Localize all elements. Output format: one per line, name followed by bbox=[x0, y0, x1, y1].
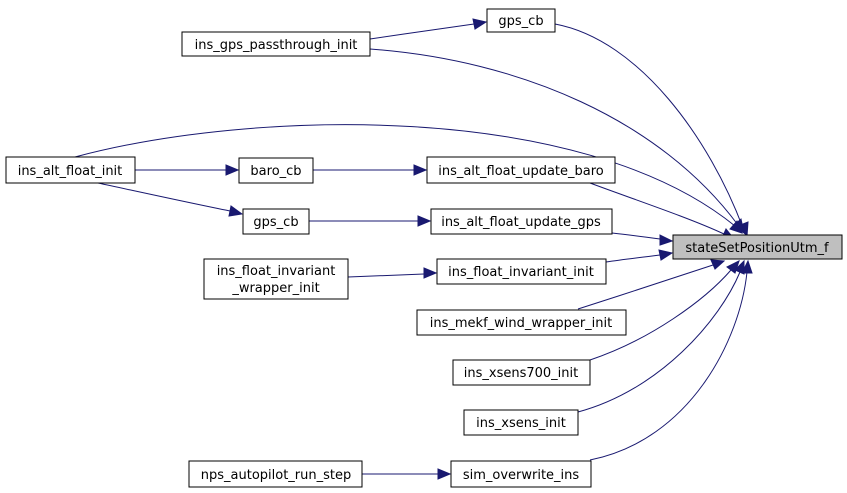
node-label: ins_xsens_init bbox=[476, 416, 566, 431]
node-label: sim_overwrite_ins bbox=[463, 468, 580, 483]
edge-xsens-to-root bbox=[577, 271, 741, 413]
edge-alt-float-init-to-root bbox=[74, 124, 736, 227]
node-ins-mekf-wind-wrapper-init[interactable]: ins_mekf_wind_wrapper_init bbox=[416, 309, 627, 336]
arrowhead bbox=[417, 215, 432, 227]
node-label: baro_cb bbox=[250, 164, 301, 179]
node-label: ins_float_invariant_init bbox=[448, 265, 594, 280]
edges bbox=[74, 18, 753, 480]
arrowhead bbox=[659, 234, 674, 246]
node-ins-xsens-init[interactable]: ins_xsens_init bbox=[463, 409, 579, 436]
node-label: stateSetPositionUtm_f bbox=[685, 241, 829, 256]
node-label: ins_float_invariant bbox=[217, 264, 336, 279]
node-ins-alt-float-update-gps[interactable]: ins_alt_float_update_gps bbox=[430, 208, 613, 235]
node-gps-cb-mid[interactable]: gps_cb bbox=[242, 208, 310, 235]
edge-update-baro-to-root bbox=[589, 182, 725, 235]
arrowhead bbox=[472, 18, 488, 30]
node-state-set-position-utm-f[interactable]: stateSetPositionUtm_f bbox=[672, 234, 843, 260]
node-label: ins_alt_float_update_gps bbox=[441, 215, 601, 230]
node-label: ins_alt_float_update_baro bbox=[438, 164, 604, 179]
node-label: ins_mekf_wind_wrapper_init bbox=[430, 316, 612, 331]
node-label: ins_alt_float_init bbox=[18, 164, 123, 179]
node-label: ins_gps_passthrough_init bbox=[195, 38, 358, 53]
node-label: gps_cb bbox=[498, 14, 543, 29]
node-nps-autopilot-run-step[interactable]: nps_autopilot_run_step bbox=[188, 460, 363, 488]
edge-update-gps-to-root bbox=[611, 232, 661, 240]
arrowhead bbox=[658, 249, 674, 261]
arrowhead bbox=[423, 267, 438, 279]
edge-invariant-init-to-root bbox=[605, 254, 661, 263]
edge-sim-overwrite-to-root bbox=[589, 271, 748, 461]
edge-xsens700-to-root bbox=[589, 269, 732, 361]
node-ins-gps-passthrough-init[interactable]: ins_gps_passthrough_init bbox=[181, 31, 371, 57]
node-ins-xsens700-init[interactable]: ins_xsens700_init bbox=[452, 359, 591, 386]
node-baro-cb[interactable]: baro_cb bbox=[238, 157, 314, 184]
edge-passthrough-to-gps-cb bbox=[369, 23, 475, 40]
arrowhead bbox=[729, 220, 743, 234]
node-sim-overwrite-ins[interactable]: sim_overwrite_ins bbox=[450, 460, 592, 488]
arrowhead bbox=[741, 259, 753, 274]
arrowhead bbox=[710, 259, 726, 270]
arrowhead bbox=[413, 164, 428, 176]
edge-passthrough-to-root bbox=[369, 48, 739, 226]
node-ins-alt-float-update-baro[interactable]: ins_alt_float_update_baro bbox=[426, 156, 616, 184]
edge-mekf-to-root bbox=[577, 264, 714, 310]
node-ins-alt-float-init[interactable]: ins_alt_float_init bbox=[5, 156, 136, 184]
arrowhead bbox=[734, 259, 745, 275]
nodes: gps_cb ins_gps_passthrough_init ins_alt_… bbox=[5, 8, 843, 488]
edge-invariant-wrapper-to-invariant-init bbox=[347, 273, 425, 278]
node-label: ins_xsens700_init bbox=[464, 366, 578, 381]
node-ins-float-invariant-wrapper-init[interactable]: ins_float_invariant _wrapper_init bbox=[203, 258, 349, 300]
arrowhead bbox=[228, 205, 244, 217]
arrowhead bbox=[225, 164, 240, 176]
edge-alt-float-init-to-gps-cb-mid bbox=[97, 182, 231, 212]
node-label: nps_autopilot_run_step bbox=[201, 468, 352, 483]
node-gps-cb-top[interactable]: gps_cb bbox=[486, 8, 556, 33]
node-label: gps_cb bbox=[253, 215, 298, 230]
node-ins-float-invariant-init[interactable]: ins_float_invariant_init bbox=[436, 258, 607, 285]
arrowhead bbox=[437, 468, 452, 480]
node-label: _wrapper_init bbox=[231, 281, 319, 296]
edge-gps-cb-top-to-root bbox=[554, 23, 744, 229]
